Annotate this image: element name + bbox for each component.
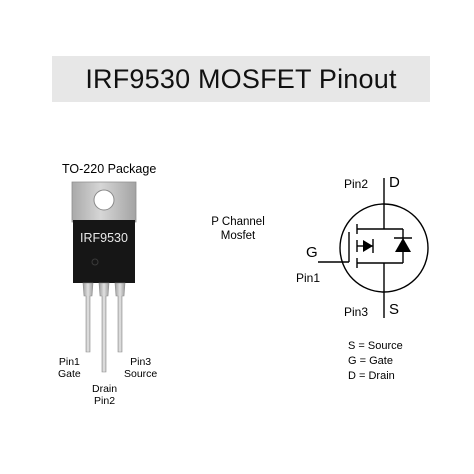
pin1-function: Gate: [58, 368, 81, 380]
legend: S = Source G = Gate D = Drain: [348, 339, 403, 384]
chip-marking: IRF9530: [80, 231, 128, 245]
channel-arrow: [363, 240, 373, 252]
page-title: IRF9530 MOSFET Pinout: [85, 63, 397, 94]
lead-pin3: [114, 282, 126, 353]
mounting-hole: [93, 189, 115, 211]
pin2-function: Drain: [92, 383, 118, 395]
pin3-caption: Pin3 Source: [124, 356, 157, 380]
legend-source: S = Source: [348, 340, 403, 352]
lead-pin1: [82, 282, 94, 353]
drain-letter: D: [389, 174, 400, 191]
legend-drain: D = Drain: [348, 370, 395, 382]
pin1-dot: [91, 258, 99, 266]
chip-body: [73, 220, 135, 283]
title-bar: IRF9530 MOSFET Pinout: [52, 56, 430, 102]
legend-gate: G = Gate: [348, 355, 393, 367]
lead-pin2: [98, 282, 110, 373]
gate-letter: G: [306, 244, 318, 261]
pin2-caption: Drain Pin2: [92, 383, 117, 407]
mosfet-symbol: [318, 178, 429, 318]
pin1-caption: Pin1 Gate: [58, 356, 81, 380]
pin1-number: Pin1: [58, 356, 80, 368]
source-letter: S: [389, 301, 400, 318]
pin3-number: Pin3: [130, 356, 152, 368]
pin2-number: Pin2: [94, 395, 116, 407]
drain-pin-label: Pin2: [344, 177, 369, 191]
body-diode: [395, 238, 411, 252]
pin3-function: Source: [124, 368, 158, 380]
source-pin-label: Pin3: [344, 305, 369, 319]
device-type: P Channel Mosfet: [198, 215, 278, 243]
device-type-line2: Mosfet: [220, 230, 256, 242]
gate-pin-label: Pin1: [296, 271, 321, 285]
device-type-line1: P Channel: [211, 216, 265, 228]
package-label: TO-220 Package: [62, 162, 157, 176]
